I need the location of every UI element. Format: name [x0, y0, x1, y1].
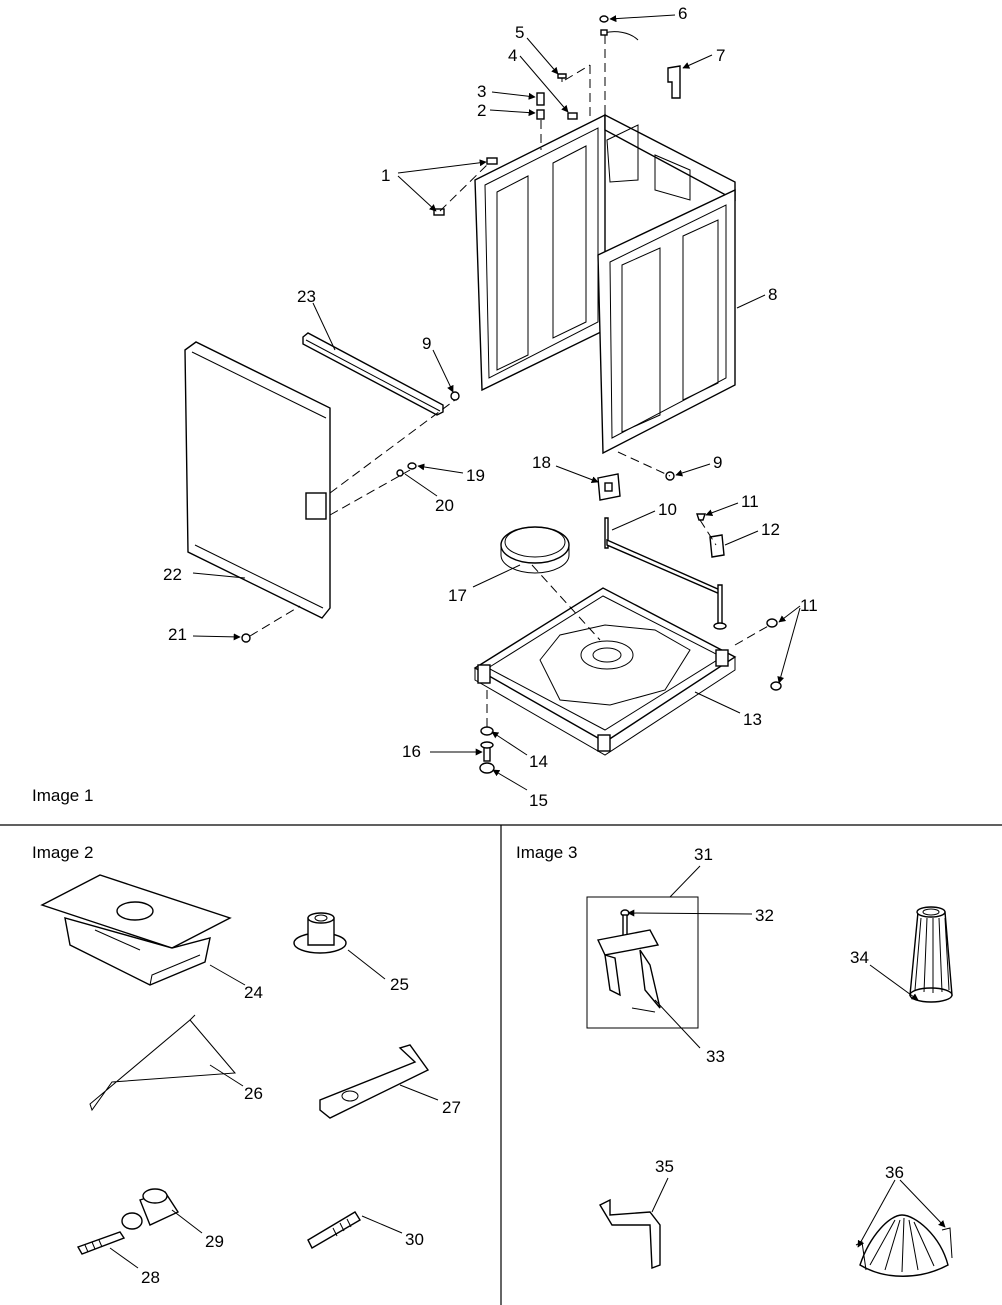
label-32: 32 — [755, 906, 774, 925]
label-3: 3 — [477, 82, 486, 101]
part-24-cover — [40, 874, 232, 986]
label-35: 35 — [655, 1157, 674, 1176]
front-panel — [184, 341, 331, 619]
label-9-lower: 9 — [713, 453, 722, 472]
section-title-image3: Image 3 — [516, 843, 577, 862]
part-28-shaft — [76, 1231, 126, 1255]
label-8: 8 — [768, 285, 777, 304]
part-30-shaft — [307, 1211, 361, 1249]
label-36: 36 — [885, 1163, 904, 1182]
label-19: 19 — [466, 466, 485, 485]
label-4: 4 — [508, 46, 517, 65]
label-1: 1 — [381, 166, 390, 185]
label-30: 30 — [405, 1230, 424, 1249]
label-21: 21 — [168, 625, 187, 644]
label-18: 18 — [532, 453, 551, 472]
label-16: 16 — [402, 742, 421, 761]
rod — [604, 517, 727, 630]
label-13: 13 — [743, 710, 762, 729]
part-25-agitator-base — [293, 912, 347, 954]
label-20: 20 — [435, 496, 454, 515]
label-17: 17 — [448, 586, 467, 605]
labels-image3: 31 32 33 34 35 36 — [655, 845, 904, 1182]
section-title-image1: Image 1 — [32, 786, 93, 805]
label-7: 7 — [716, 46, 725, 65]
leader-lines-image2 — [109, 949, 439, 1269]
label-2: 2 — [477, 101, 486, 120]
label-24: 24 — [244, 983, 263, 1002]
part-26-wire-frame — [89, 1014, 237, 1112]
label-28: 28 — [141, 1268, 160, 1287]
label-33: 33 — [706, 1047, 725, 1066]
section-title-image2: Image 2 — [32, 843, 93, 862]
part-36-fan-guard — [855, 1214, 953, 1277]
label-26: 26 — [244, 1084, 263, 1103]
cabinet-side-panel — [597, 188, 736, 455]
leader-lines-image1 — [192, 14, 801, 791]
label-15: 15 — [529, 791, 548, 810]
part-35-bracket — [599, 1198, 661, 1269]
label-12: 12 — [761, 520, 780, 539]
label-10: 10 — [658, 500, 677, 519]
label-34: 34 — [850, 948, 869, 967]
part-29-coupling — [121, 1188, 180, 1230]
base-frame — [473, 587, 737, 756]
part-31-assembly-box — [586, 896, 699, 1029]
leader-lines-image3 — [627, 865, 946, 1248]
part-33-bracket — [596, 929, 661, 1013]
label-11-lower: 11 — [800, 596, 818, 615]
small-parts — [241, 15, 782, 774]
label-29: 29 — [205, 1232, 224, 1251]
label-11-upper: 11 — [741, 492, 759, 511]
label-23: 23 — [297, 287, 316, 306]
label-27: 27 — [442, 1098, 461, 1117]
labels-image1: 1 2 3 4 5 6 7 8 9 9 10 11 11 12 13 14 15… — [163, 4, 818, 810]
label-25: 25 — [390, 975, 409, 994]
part-34-filter — [909, 906, 953, 1003]
label-31: 31 — [694, 845, 713, 864]
label-9-upper: 9 — [422, 334, 431, 353]
ring — [500, 526, 570, 574]
label-5: 5 — [515, 23, 524, 42]
assembly-lines — [249, 35, 771, 728]
top-strip — [302, 332, 444, 416]
label-22: 22 — [163, 565, 182, 584]
cabinet-back-panel — [474, 113, 736, 392]
label-6: 6 — [678, 4, 687, 23]
part-27-wrench — [319, 1044, 430, 1119]
labels-image2: 24 25 26 27 28 29 30 — [141, 975, 461, 1287]
label-14: 14 — [529, 752, 548, 771]
